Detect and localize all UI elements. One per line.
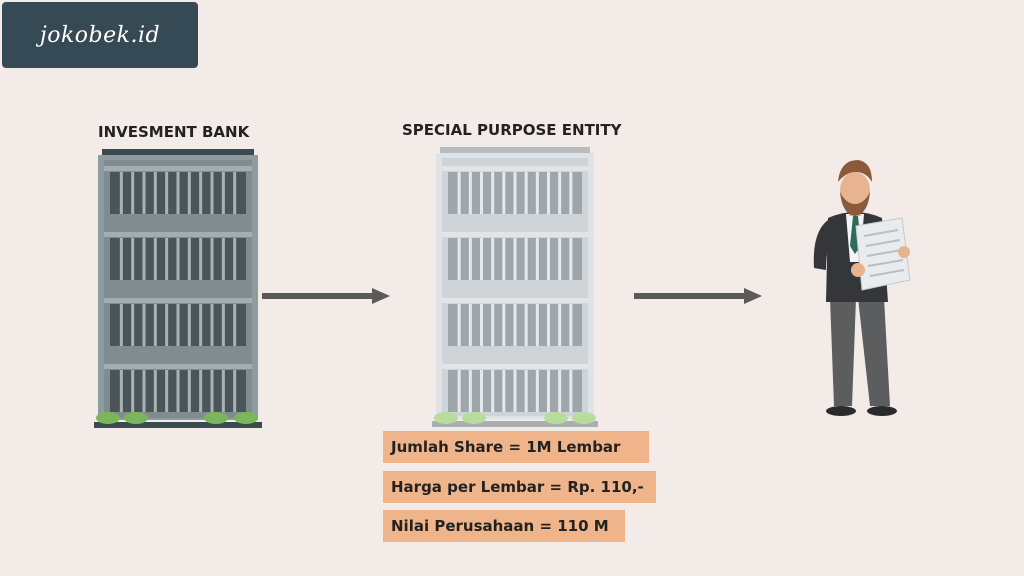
info-shares-box: Jumlah Share = 1M Lembar bbox=[383, 431, 649, 463]
info-value-box: Nilai Perusahaan = 110 M bbox=[383, 510, 625, 542]
watermark-text: jokobek.id bbox=[39, 22, 161, 48]
spe-building-icon bbox=[432, 147, 598, 427]
arrow-right-icon bbox=[634, 288, 762, 304]
investment-bank-label: INVESMENT BANK bbox=[98, 123, 250, 141]
spe-label: SPECIAL PURPOSE ENTITY bbox=[402, 121, 622, 139]
info-price-box: Harga per Lembar = Rp. 110,- bbox=[383, 471, 656, 503]
arrow-right-icon bbox=[262, 288, 390, 304]
watermark-logo: jokobek.id bbox=[2, 2, 198, 68]
investor-man-icon bbox=[813, 160, 911, 416]
bank-building-icon bbox=[94, 149, 262, 428]
